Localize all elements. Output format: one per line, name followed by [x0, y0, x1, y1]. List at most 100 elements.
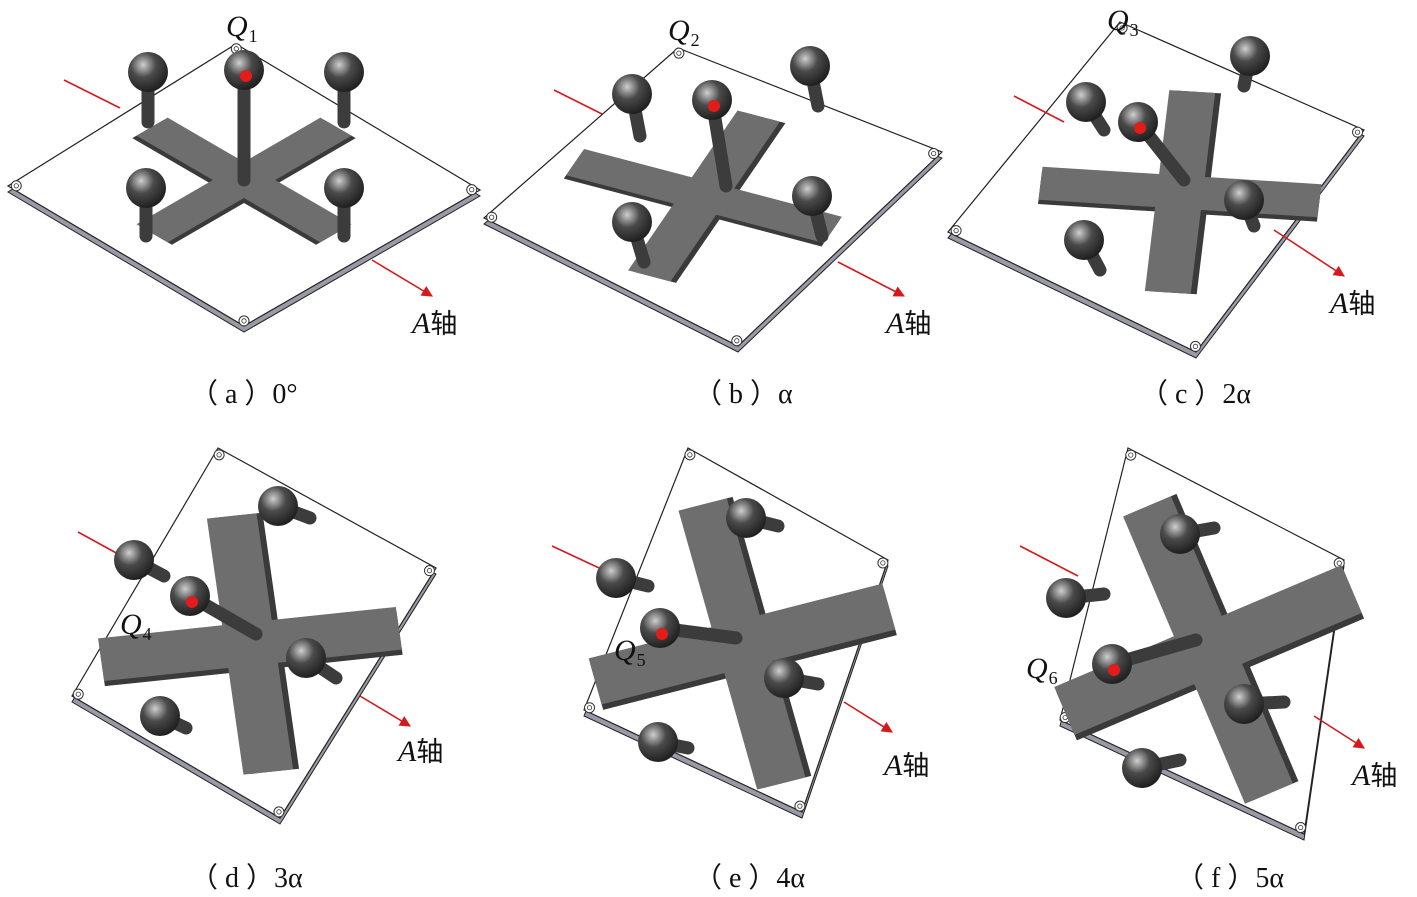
- cross-arm-v: [628, 110, 780, 282]
- red-marker-point: [1134, 122, 1146, 134]
- axis-line-in: [63, 79, 121, 109]
- panel-a: Q1 A轴 （ a ）0°: [0, 0, 482, 448]
- axis-label-d: A轴: [398, 735, 444, 768]
- caption-e: （ e ）4α: [694, 863, 806, 894]
- cross-plate: [1054, 493, 1365, 804]
- corner-hole-inner: [233, 46, 239, 52]
- ball-stud-sphere: [790, 46, 830, 86]
- caption-b: （ b ）α: [694, 379, 793, 410]
- axis-label-a: A轴: [412, 307, 458, 340]
- red-marker-point: [656, 628, 668, 640]
- point-label-q1: Q1: [226, 10, 258, 46]
- corner-hole-inner: [276, 809, 282, 815]
- axis-line-in: [1013, 95, 1065, 123]
- caption-f: （ f ）5α: [1176, 863, 1284, 894]
- corner-hole-inner: [1119, 25, 1125, 31]
- axis-label-b: A轴: [886, 307, 932, 340]
- corner-hole-inner: [797, 803, 803, 809]
- ball-stud-sphere: [128, 52, 168, 92]
- ball-stud-sphere: [764, 658, 804, 698]
- axis-label-f: A轴: [1352, 759, 1398, 792]
- red-marker-point: [1108, 664, 1120, 676]
- red-marker-point: [240, 70, 252, 82]
- corner-hole-inner: [469, 187, 475, 193]
- ball-stud-sphere: [638, 722, 678, 762]
- cross-arm-v: [678, 498, 806, 790]
- caption-a: （ a ）0°: [190, 379, 298, 410]
- ball-stud-sphere: [114, 540, 154, 580]
- axis-label-e: A轴: [884, 749, 930, 782]
- corner-hole-inner: [1128, 452, 1134, 458]
- corner-hole-inner: [1336, 560, 1342, 566]
- ball-stud-sphere: [324, 52, 364, 92]
- panel-d: Q4 A轴 （ d ）3α: [0, 447, 472, 896]
- caption-c: （ c ）2α: [1140, 379, 1252, 410]
- ball-stud-sphere: [596, 558, 636, 598]
- ball-stud-sphere: [1046, 578, 1086, 618]
- center-stud-sphere: [1118, 102, 1158, 142]
- ball-stud-sphere: [612, 74, 652, 114]
- cross-plate: [563, 110, 842, 283]
- corner-hole-inner: [931, 150, 937, 157]
- cross-arm-v: [206, 513, 294, 775]
- corner-hole-inner: [241, 318, 247, 324]
- axis-label-c: A轴: [1330, 287, 1376, 320]
- panel-c: Q3 A轴 （ c ）2α: [944, 0, 1416, 448]
- cross-plate: [588, 496, 897, 790]
- center-stud-sphere: [1092, 644, 1132, 684]
- axis-arrow-out: [359, 695, 411, 727]
- corner-hole-inner: [426, 568, 433, 574]
- panel-e: Q5 A轴 （ e ）4α: [472, 447, 944, 896]
- ball-stud-sphere: [286, 638, 326, 678]
- center-stud-sphere: [224, 50, 264, 90]
- ball-stud-sphere: [324, 168, 364, 208]
- corner-hole-inner: [687, 452, 693, 458]
- axis-arrow-out: [1273, 229, 1345, 277]
- red-marker-point: [186, 596, 198, 608]
- corner-hole-inner: [586, 705, 593, 711]
- axis-arrow-out: [1313, 715, 1365, 749]
- corner-hole-inner: [880, 560, 886, 566]
- corner-hole-inner: [734, 338, 740, 344]
- ball-stud-sphere: [1230, 36, 1270, 76]
- panel-e-drawing: [551, 447, 897, 819]
- panel-d-drawing: [71, 447, 437, 825]
- corner-hole-inner: [489, 214, 495, 220]
- ball-stud-sphere: [258, 486, 298, 526]
- corner-hole-inner: [1192, 343, 1199, 349]
- axis-arrow-out: [371, 259, 433, 297]
- ball-stud-sphere: [1064, 220, 1104, 260]
- ball-stud-sphere: [726, 498, 766, 538]
- corner-hole-inner: [1354, 129, 1361, 135]
- panel-a-drawing: [6, 43, 482, 333]
- panel-f: Q6 A轴 （ f ）5α: [944, 447, 1416, 896]
- cross-arm-v: [1123, 496, 1293, 804]
- panel-b: Q2 A轴 （ b ）α: [472, 0, 944, 448]
- corner-hole-inner: [1298, 824, 1304, 831]
- ball-stud-sphere: [1066, 82, 1106, 122]
- center-stud-sphere: [170, 576, 210, 616]
- corner-hole-inner: [75, 691, 81, 697]
- cross-arm-v: [1144, 90, 1216, 294]
- ball-stud-sphere: [1224, 684, 1264, 724]
- ball-stud-sphere: [1122, 748, 1162, 788]
- cross-plate: [98, 512, 403, 775]
- panel-f-drawing: [1019, 447, 1365, 841]
- point-label-q2: Q2: [668, 14, 700, 50]
- axis-line-in: [553, 89, 603, 115]
- point-label-q5: Q5: [614, 634, 646, 670]
- panel-b-drawing: [482, 46, 944, 353]
- axis-arrow-out: [837, 261, 905, 297]
- corner-hole-inner: [13, 183, 19, 189]
- ball-stud-sphere: [612, 202, 652, 242]
- point-label-q3: Q3: [1107, 4, 1139, 40]
- ball-stud-sphere: [792, 176, 832, 216]
- center-stud-sphere: [640, 608, 680, 648]
- point-label-q4: Q4: [120, 608, 152, 644]
- corner-hole-inner: [953, 228, 959, 234]
- point-label-q6: Q6: [1026, 652, 1058, 688]
- caption-d: （ d ）3α: [190, 863, 303, 894]
- center-stud-sphere: [692, 80, 732, 120]
- corner-hole-inner: [216, 452, 222, 458]
